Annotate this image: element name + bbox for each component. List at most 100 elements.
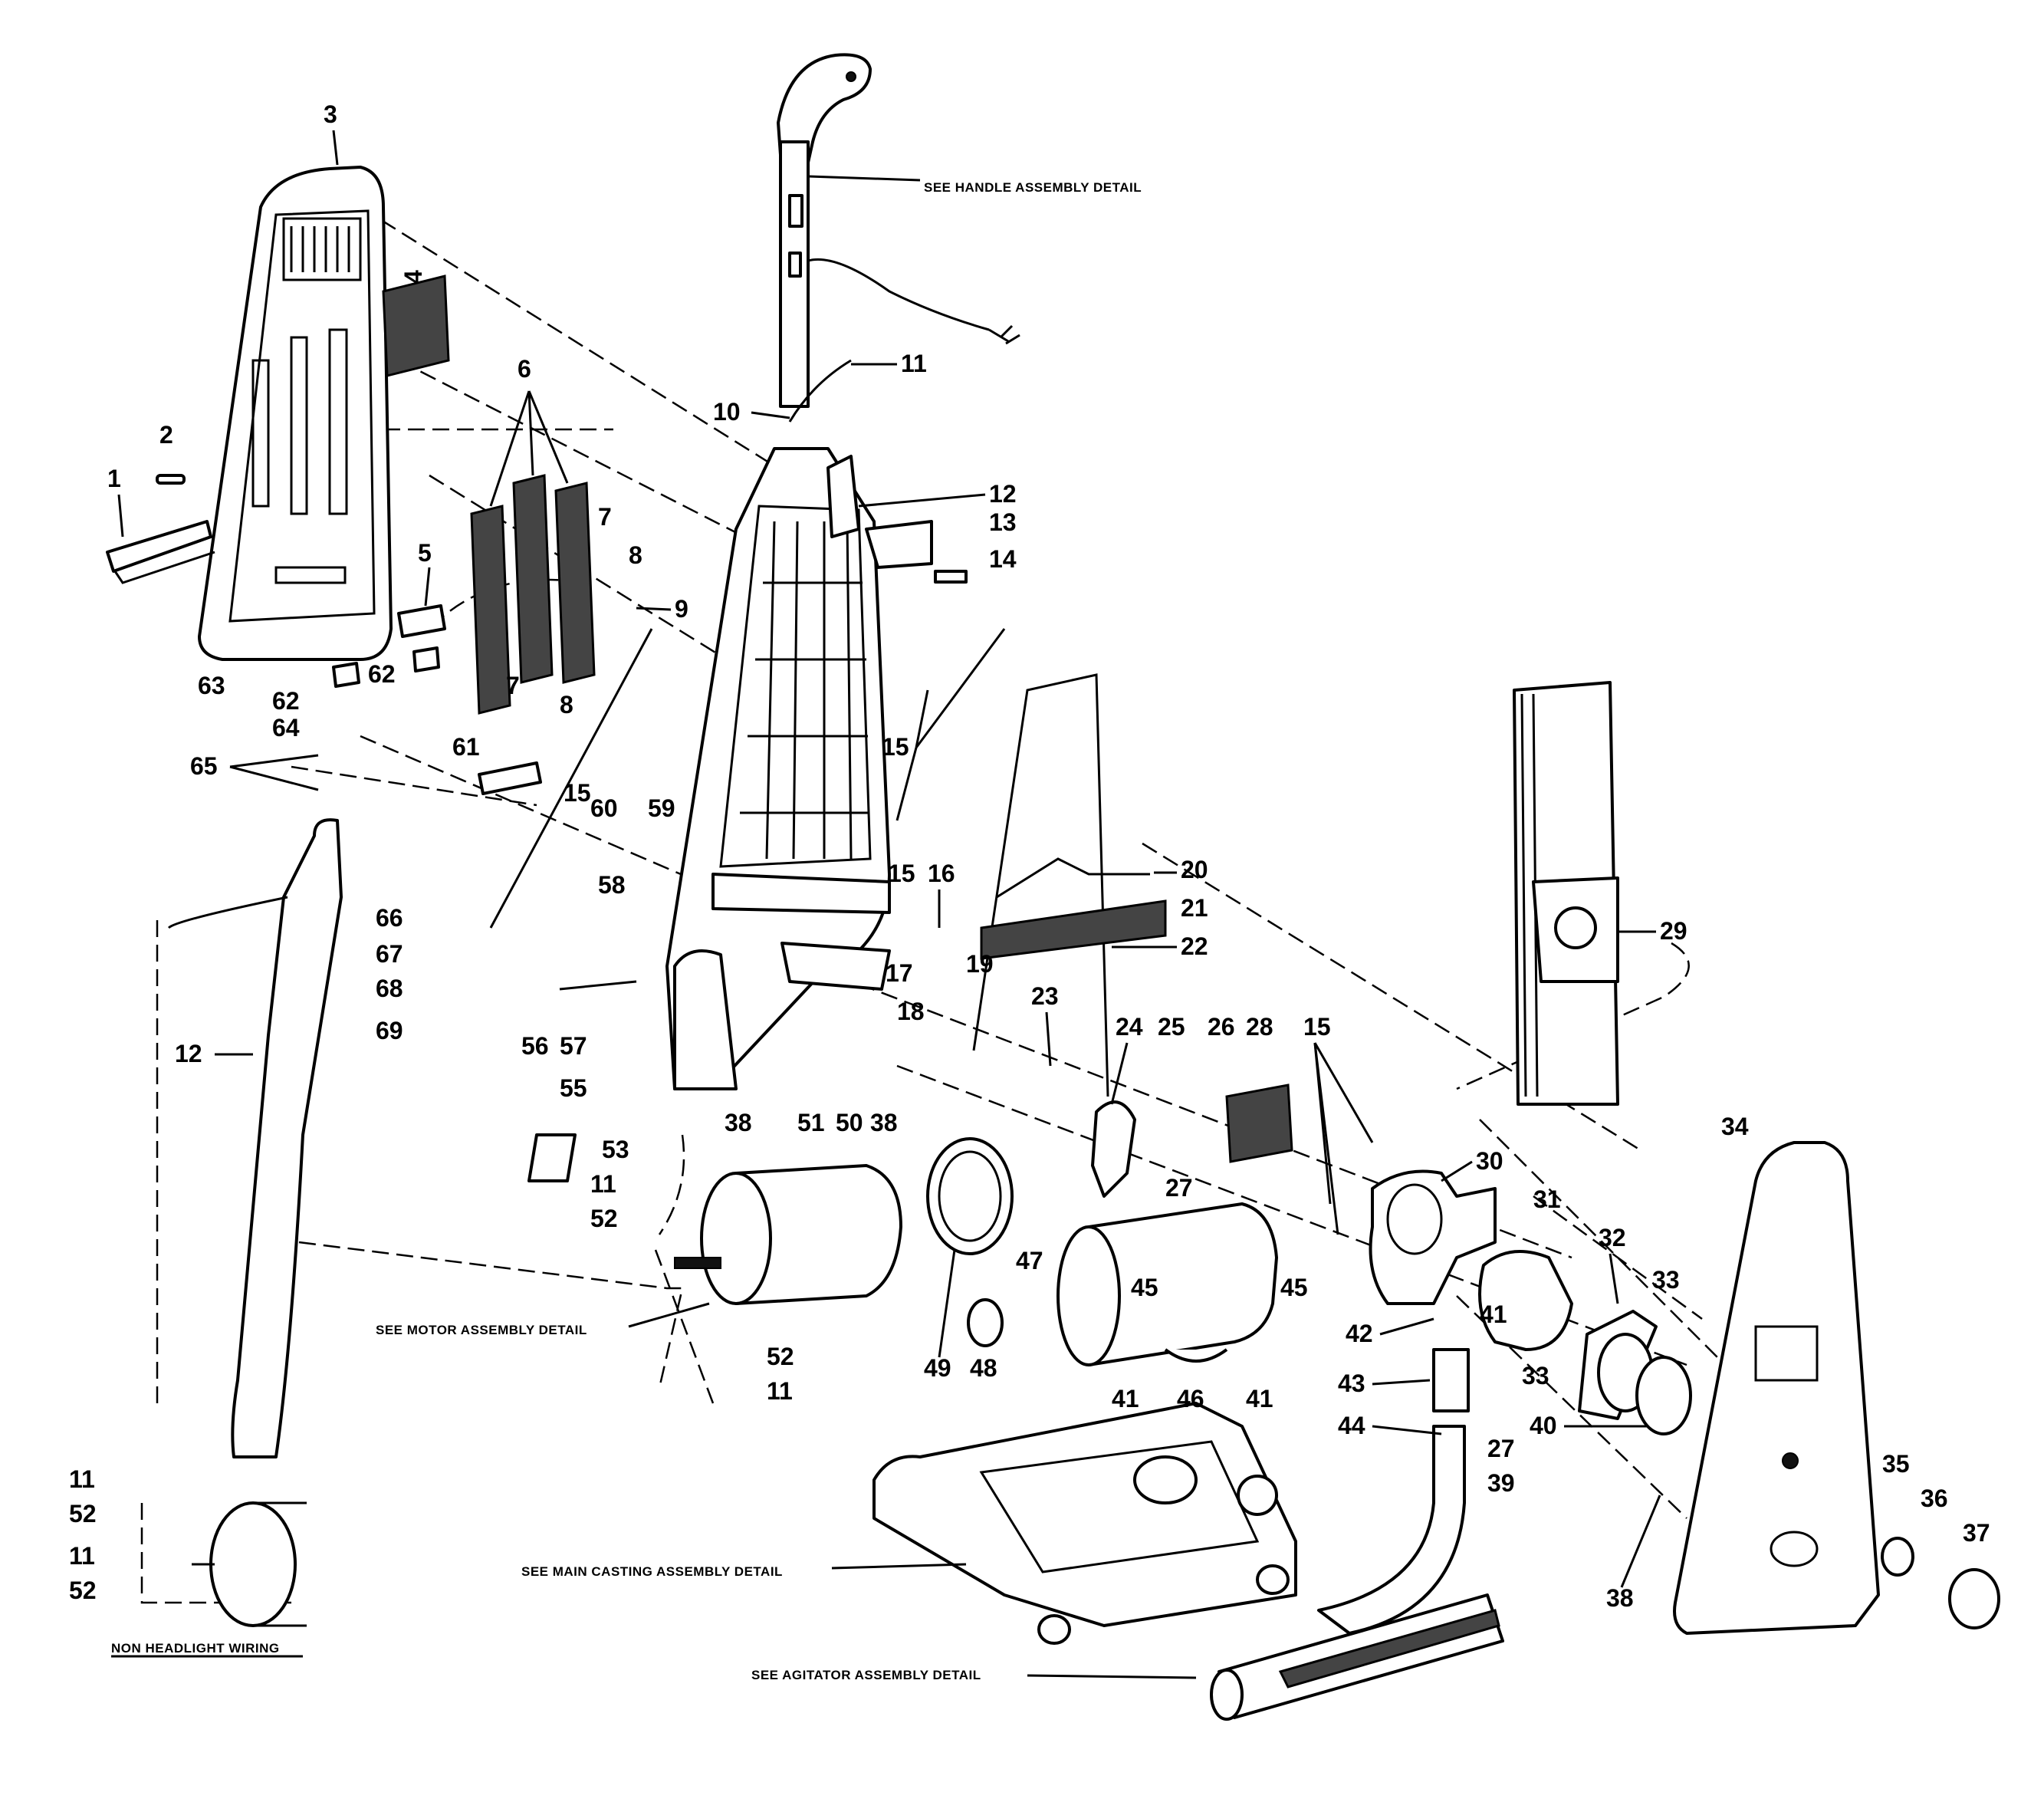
callout-33b: 33 <box>1522 1362 1549 1389</box>
callout-31: 31 <box>1533 1185 1561 1213</box>
callout-8a: 8 <box>629 541 642 569</box>
callout-33a: 33 <box>1652 1266 1680 1294</box>
callout-10: 10 <box>713 398 741 426</box>
callout-44: 44 <box>1338 1412 1365 1439</box>
rear-cover <box>198 166 393 661</box>
grille-21 <box>980 899 1167 960</box>
hose-coupling-43 <box>1432 1348 1470 1412</box>
callout-29: 29 <box>1660 917 1687 945</box>
callout-50: 50 <box>836 1109 863 1136</box>
callout-52d: 52 <box>69 1577 97 1604</box>
callout-67: 67 <box>376 940 403 968</box>
non-headlight-motor <box>192 1501 307 1627</box>
motor-assembly-right <box>1057 1202 1278 1366</box>
callout-12a: 12 <box>989 480 1017 508</box>
callout-22: 22 <box>1181 932 1208 960</box>
foam-filter-4 <box>382 275 450 377</box>
callout-30: 30 <box>1476 1147 1503 1175</box>
filters-6 <box>470 474 596 715</box>
callout-62a: 62 <box>368 660 396 688</box>
callout-68: 68 <box>376 975 403 1002</box>
callout-36: 36 <box>1921 1485 1948 1512</box>
note-handle-detail: SEE HANDLE ASSEMBLY DETAIL <box>924 180 1142 195</box>
callout-25: 25 <box>1158 1013 1185 1041</box>
callout-41b: 41 <box>1112 1385 1139 1412</box>
callout-47: 47 <box>1016 1247 1043 1274</box>
callout-52a: 52 <box>590 1205 618 1232</box>
callout-7a: 7 <box>598 503 612 531</box>
callout-5: 5 <box>418 539 432 567</box>
callout-1: 1 <box>107 465 121 492</box>
callout-59: 59 <box>648 794 675 822</box>
note-non-headlight: NON HEADLIGHT WIRING <box>111 1641 280 1656</box>
handle-assembly <box>777 53 1020 423</box>
callout-52b: 52 <box>767 1343 794 1370</box>
notes: SEE HANDLE ASSEMBLY DETAIL SEE MOTOR ASS… <box>111 175 1197 1682</box>
callout-11e: 11 <box>69 1542 95 1570</box>
callout-2: 2 <box>159 421 173 449</box>
callout-6: 6 <box>518 355 531 383</box>
callout-69: 69 <box>376 1017 403 1044</box>
callout-19: 19 <box>966 950 994 978</box>
hose-44 <box>1317 1425 1466 1635</box>
callout-51: 51 <box>797 1109 825 1136</box>
callout-7b: 7 <box>506 672 520 699</box>
side-panel-12 <box>231 818 343 1458</box>
note-agitator-detail: SEE AGITATOR ASSEMBLY DETAIL <box>751 1668 981 1682</box>
callout-17: 17 <box>886 959 913 987</box>
frame-22 <box>972 673 1109 1097</box>
callout-16: 16 <box>928 860 955 887</box>
main-casting <box>872 1402 1297 1645</box>
callout-13: 13 <box>989 508 1017 536</box>
callout-26: 26 <box>1208 1013 1235 1041</box>
callout-64: 64 <box>272 714 300 742</box>
callouts: 3 4 2 1 6 5 7 8 9 10 11 12 13 14 15 15 1… <box>69 100 2000 1629</box>
callout-20: 20 <box>1181 856 1208 883</box>
callout-15c: 15 <box>1303 1013 1331 1041</box>
small-brackets <box>332 604 542 795</box>
ring-49 <box>926 1137 1014 1255</box>
callout-12b: 12 <box>175 1040 202 1067</box>
callout-53: 53 <box>602 1136 629 1163</box>
callout-9: 9 <box>675 595 688 623</box>
callout-32: 32 <box>1599 1224 1626 1251</box>
motor-assembly-left <box>674 1164 902 1305</box>
callout-46: 46 <box>1177 1385 1204 1412</box>
callout-28: 28 <box>1246 1013 1273 1041</box>
callout-55: 55 <box>560 1074 587 1102</box>
dust-bag-29 <box>1513 681 1619 1106</box>
callout-11d: 11 <box>69 1465 95 1493</box>
callout-38b: 38 <box>870 1109 898 1136</box>
rod-57-59 <box>489 628 653 929</box>
callout-11b: 11 <box>590 1170 616 1198</box>
front-cover-34 <box>1673 1141 1880 1635</box>
callout-43: 43 <box>1338 1370 1365 1397</box>
callout-39: 39 <box>1487 1469 1515 1497</box>
callout-4: 4 <box>399 270 427 284</box>
callout-21: 21 <box>1181 894 1208 922</box>
callout-38c: 38 <box>1606 1584 1634 1612</box>
callout-52c: 52 <box>69 1500 97 1527</box>
callout-23: 23 <box>1031 982 1059 1010</box>
callout-11c: 11 <box>767 1377 793 1405</box>
callout-8b: 8 <box>560 691 573 718</box>
note-motor-detail: SEE MOTOR ASSEMBLY DETAIL <box>376 1323 587 1337</box>
callout-45a: 45 <box>1131 1274 1158 1301</box>
callout-3: 3 <box>324 100 337 128</box>
bracket-24 <box>1091 1100 1136 1198</box>
parts-1-2 <box>106 474 215 584</box>
callout-24: 24 <box>1116 1013 1143 1041</box>
callout-65: 65 <box>190 752 218 780</box>
agitator <box>1210 1593 1504 1721</box>
callout-56: 56 <box>521 1032 549 1060</box>
gasket-31 <box>1478 1250 1573 1351</box>
callout-41a: 41 <box>1480 1301 1507 1328</box>
callout-34: 34 <box>1721 1113 1749 1140</box>
callout-57: 57 <box>560 1032 587 1060</box>
callout-41c: 41 <box>1246 1385 1273 1412</box>
callout-58: 58 <box>598 871 626 899</box>
spring-20 <box>996 857 1150 899</box>
callout-48: 48 <box>970 1354 997 1382</box>
callout-66: 66 <box>376 904 403 932</box>
